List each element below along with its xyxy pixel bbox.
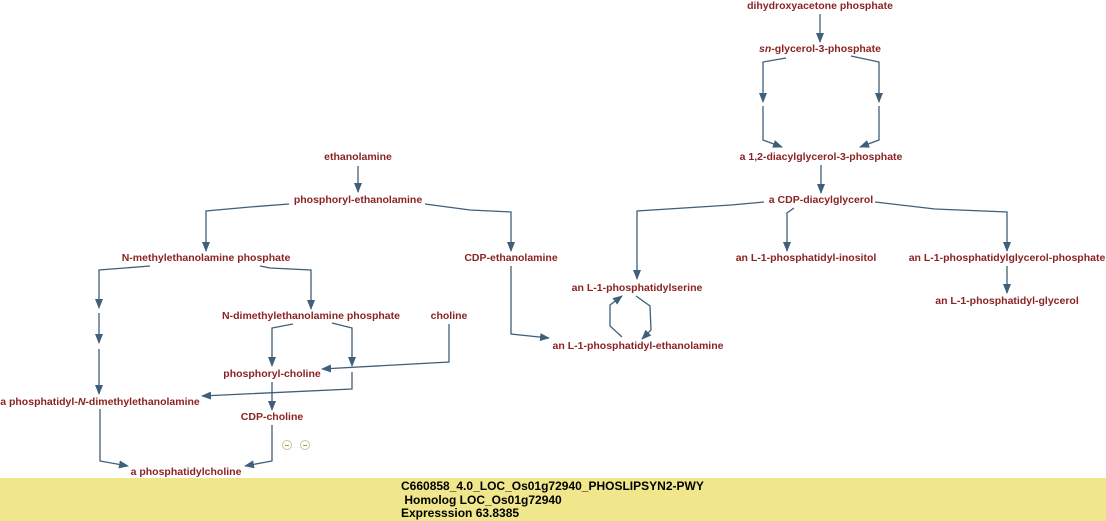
- node-phosphatidyl-glycerol[interactable]: an L-1-phosphatidyl-glycerol: [935, 295, 1079, 307]
- node-pdme-prefix: a phosphatidyl-: [0, 396, 78, 408]
- node-phosphatidylglycerol-phosphate[interactable]: an L-1-phosphatidylglycerol-phosphate: [908, 252, 1106, 264]
- node-diacylglycerol-3-phosphate[interactable]: a 1,2-diacylglycerol-3-phosphate: [739, 151, 903, 163]
- info-homolog: Homolog LOC_Os01g72940: [401, 492, 562, 507]
- node-choline[interactable]: choline: [430, 310, 468, 322]
- edge-choline-pcho: [321, 324, 450, 373]
- edge-ndmep-pcho: [268, 323, 294, 367]
- node-cdp-diacylglycerol[interactable]: a CDP-diacylglycerol: [768, 194, 874, 206]
- edge-cdpdag-pgp: [874, 201, 1011, 252]
- edge-g3p-dag3p-right-2: [859, 106, 880, 148]
- info-gene-pathway: C660858_4.0_LOC_Os01g72940_PHOSLIPSYN2-P…: [401, 479, 704, 493]
- node-pdme-italic: N: [77, 396, 86, 408]
- info-bar: C660858_4.0_LOC_Os01g72940_PHOSLIPSYN2-P…: [0, 478, 1106, 521]
- node-g3p-prefix: sn: [759, 43, 772, 55]
- node-phosphatidyl-inositol[interactable]: an L-1-phosphatidyl-inositol: [735, 252, 877, 264]
- edge-g3p-dag3p-left-2: [762, 106, 783, 148]
- node-n-methylethanolamine-phosphate[interactable]: N-methylethanolamine phosphate: [121, 252, 291, 264]
- collapse-icon[interactable]: [282, 440, 292, 450]
- edge-cdpcho-pc: [244, 425, 273, 469]
- edge-nmep-ndmep: [259, 265, 315, 310]
- node-cdp-ethanolamine[interactable]: CDP-ethanolamine: [464, 252, 558, 264]
- info-text: C660858_4.0_LOC_Os01g72940_PHOSLIPSYN2-P…: [401, 479, 704, 521]
- pathway-edges: [95, 14, 1011, 469]
- edge-ps-pe: [635, 295, 652, 340]
- edge-g3p-dag3p-left-1: [759, 57, 787, 103]
- node-phosphoryl-ethanolamine[interactable]: phosphoryl-ethanolamine: [293, 194, 423, 206]
- node-pdme-suffix: -dimethylethanolamine: [85, 396, 200, 408]
- edge-ndmep-pdme-a: [331, 322, 356, 367]
- node-sn-glycerol-3-phosphate[interactable]: sn-glycerol-3-phosphate: [759, 43, 881, 55]
- node-dihydroxyacetone-phosphate[interactable]: dihydroxyacetone phosphate: [747, 0, 893, 12]
- node-phosphatidyl-n-dimethylethanolamine[interactable]: a phosphatidyl-N-dimethylethanolamine: [0, 396, 200, 408]
- node-n-dimethylethanolamine-phosphate[interactable]: N-dimethylethanolamine phosphate: [222, 310, 400, 322]
- edge-g3p-dag3p-right-1: [850, 55, 883, 103]
- edge-ndmep-pdme-b: [201, 372, 353, 400]
- edge-pdme-pc: [99, 409, 129, 469]
- node-cdp-choline[interactable]: CDP-choline: [240, 411, 304, 423]
- node-ethanolamine[interactable]: ethanolamine: [324, 151, 392, 163]
- node-phosphatidylcholine[interactable]: a phosphatidylcholine: [130, 466, 242, 478]
- edge-nmep-pdme-1: [95, 265, 151, 309]
- node-phosphatidyl-ethanolamine[interactable]: an L-1-phosphatidyl-ethanolamine: [552, 340, 724, 352]
- edge-pe-ps: [609, 295, 623, 338]
- edge-cdpetn-pe: [510, 266, 550, 342]
- node-phosphoryl-choline[interactable]: phosphoryl-choline: [223, 368, 321, 380]
- edge-petn-cdpetn: [424, 203, 515, 252]
- node-g3p-suffix: -glycerol-3-phosphate: [771, 43, 881, 55]
- node-phosphatidylserine[interactable]: an L-1-phosphatidylserine: [571, 282, 703, 294]
- collapse-icon[interactable]: [300, 440, 310, 450]
- edge-cdpdag-pi: [783, 207, 795, 252]
- info-expression: Expresssion 63.8385: [401, 506, 520, 520]
- edge-petn-nmep: [202, 203, 290, 252]
- pathway-diagram: dihydroxyacetone phosphate sn-glycerol-3…: [0, 0, 1106, 478]
- edge-cdpdag-ps: [633, 201, 765, 280]
